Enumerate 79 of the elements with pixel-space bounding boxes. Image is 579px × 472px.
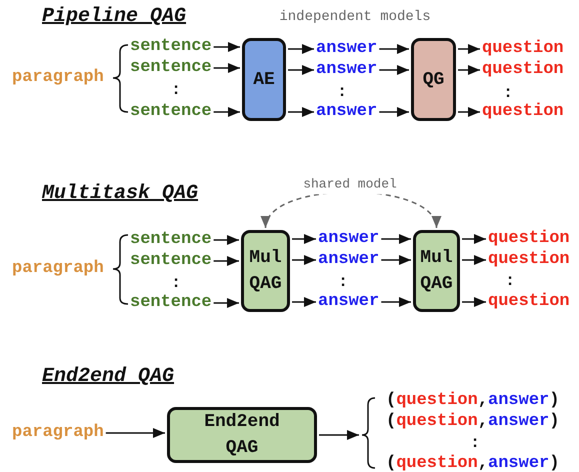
sentence-text: sentence — [130, 230, 212, 250]
answer-text: answer — [488, 412, 550, 432]
section-title: Multitask QAG — [42, 184, 198, 204]
arrow — [379, 107, 409, 117]
comma: , — [478, 454, 488, 472]
arrow — [214, 42, 240, 52]
arrow — [381, 234, 411, 244]
arrow — [381, 297, 411, 307]
comma: , — [478, 391, 488, 411]
ellipsis-colon: : — [337, 82, 347, 102]
arrow — [106, 428, 165, 438]
arrow — [214, 107, 240, 117]
section-title: Pipeline QAG — [42, 7, 186, 27]
sentence-text: sentence — [130, 293, 212, 313]
ellipsis-colon: : — [505, 271, 515, 291]
answer-text: answer — [488, 391, 550, 411]
parenthesis: ( — [386, 412, 396, 432]
model-box: AE — [242, 38, 286, 121]
arrow — [379, 65, 409, 75]
answer-text: answer — [316, 102, 378, 122]
model-box: Mul QAG — [413, 230, 460, 312]
arrow — [288, 44, 314, 54]
arrow — [292, 234, 316, 244]
curly-bracket — [361, 397, 377, 469]
arrow — [319, 430, 359, 440]
question-text: question — [488, 229, 570, 249]
arrow — [462, 255, 486, 265]
question-text: question — [482, 60, 564, 80]
sentence-text: sentence — [130, 251, 212, 271]
sentence-text: sentence — [130, 58, 212, 78]
arrow — [292, 255, 316, 265]
question-text: question — [396, 454, 478, 472]
answer-text: answer — [488, 454, 550, 472]
question-text: question — [488, 292, 570, 312]
parenthesis: ) — [549, 391, 560, 411]
answer-text: answer — [318, 292, 380, 312]
question-text: question — [482, 39, 564, 59]
arrow — [214, 235, 239, 245]
parenthesis: ( — [386, 454, 396, 472]
question-text: question — [482, 102, 564, 122]
arrow — [214, 63, 240, 73]
arrow — [458, 44, 480, 54]
answer-text: answer — [316, 39, 378, 59]
input-text: paragraph — [12, 68, 104, 88]
section-title: End2end QAG — [42, 367, 174, 387]
ellipsis-colon: : — [171, 273, 181, 293]
sentence-text: sentence — [130, 37, 212, 57]
arrow — [462, 234, 486, 244]
arrow — [214, 256, 239, 266]
arrow — [379, 44, 409, 54]
arrow — [458, 107, 480, 117]
sentence-text: sentence — [130, 102, 212, 122]
ellipsis-colon: : — [338, 272, 348, 292]
answer-text: answer — [316, 60, 378, 80]
arrow — [292, 297, 316, 307]
parenthesis: ) — [549, 412, 560, 432]
parenthesis: ( — [386, 391, 396, 411]
question-text: question — [396, 412, 478, 432]
input-text: paragraph — [12, 423, 104, 443]
comma: , — [478, 412, 488, 432]
model-box: End2end QAG — [167, 407, 317, 463]
question-text: question — [488, 250, 570, 270]
arrow — [214, 298, 239, 308]
ellipsis-colon: : — [470, 433, 480, 453]
arrow — [458, 65, 480, 75]
annotation-text: independent models — [279, 8, 431, 27]
arrow — [462, 297, 486, 307]
model-box: Mul QAG — [241, 230, 290, 312]
answer-text: answer — [318, 229, 380, 249]
answer-text: answer — [318, 250, 380, 270]
input-text: paragraph — [12, 259, 104, 279]
arrow — [288, 65, 314, 75]
model-box: QG — [411, 38, 456, 121]
ellipsis-colon: : — [503, 83, 513, 102]
parenthesis: ) — [549, 454, 560, 472]
ellipsis-colon: : — [171, 80, 181, 100]
arrow — [288, 107, 314, 117]
arrow — [381, 255, 411, 265]
question-text: question — [396, 391, 478, 411]
